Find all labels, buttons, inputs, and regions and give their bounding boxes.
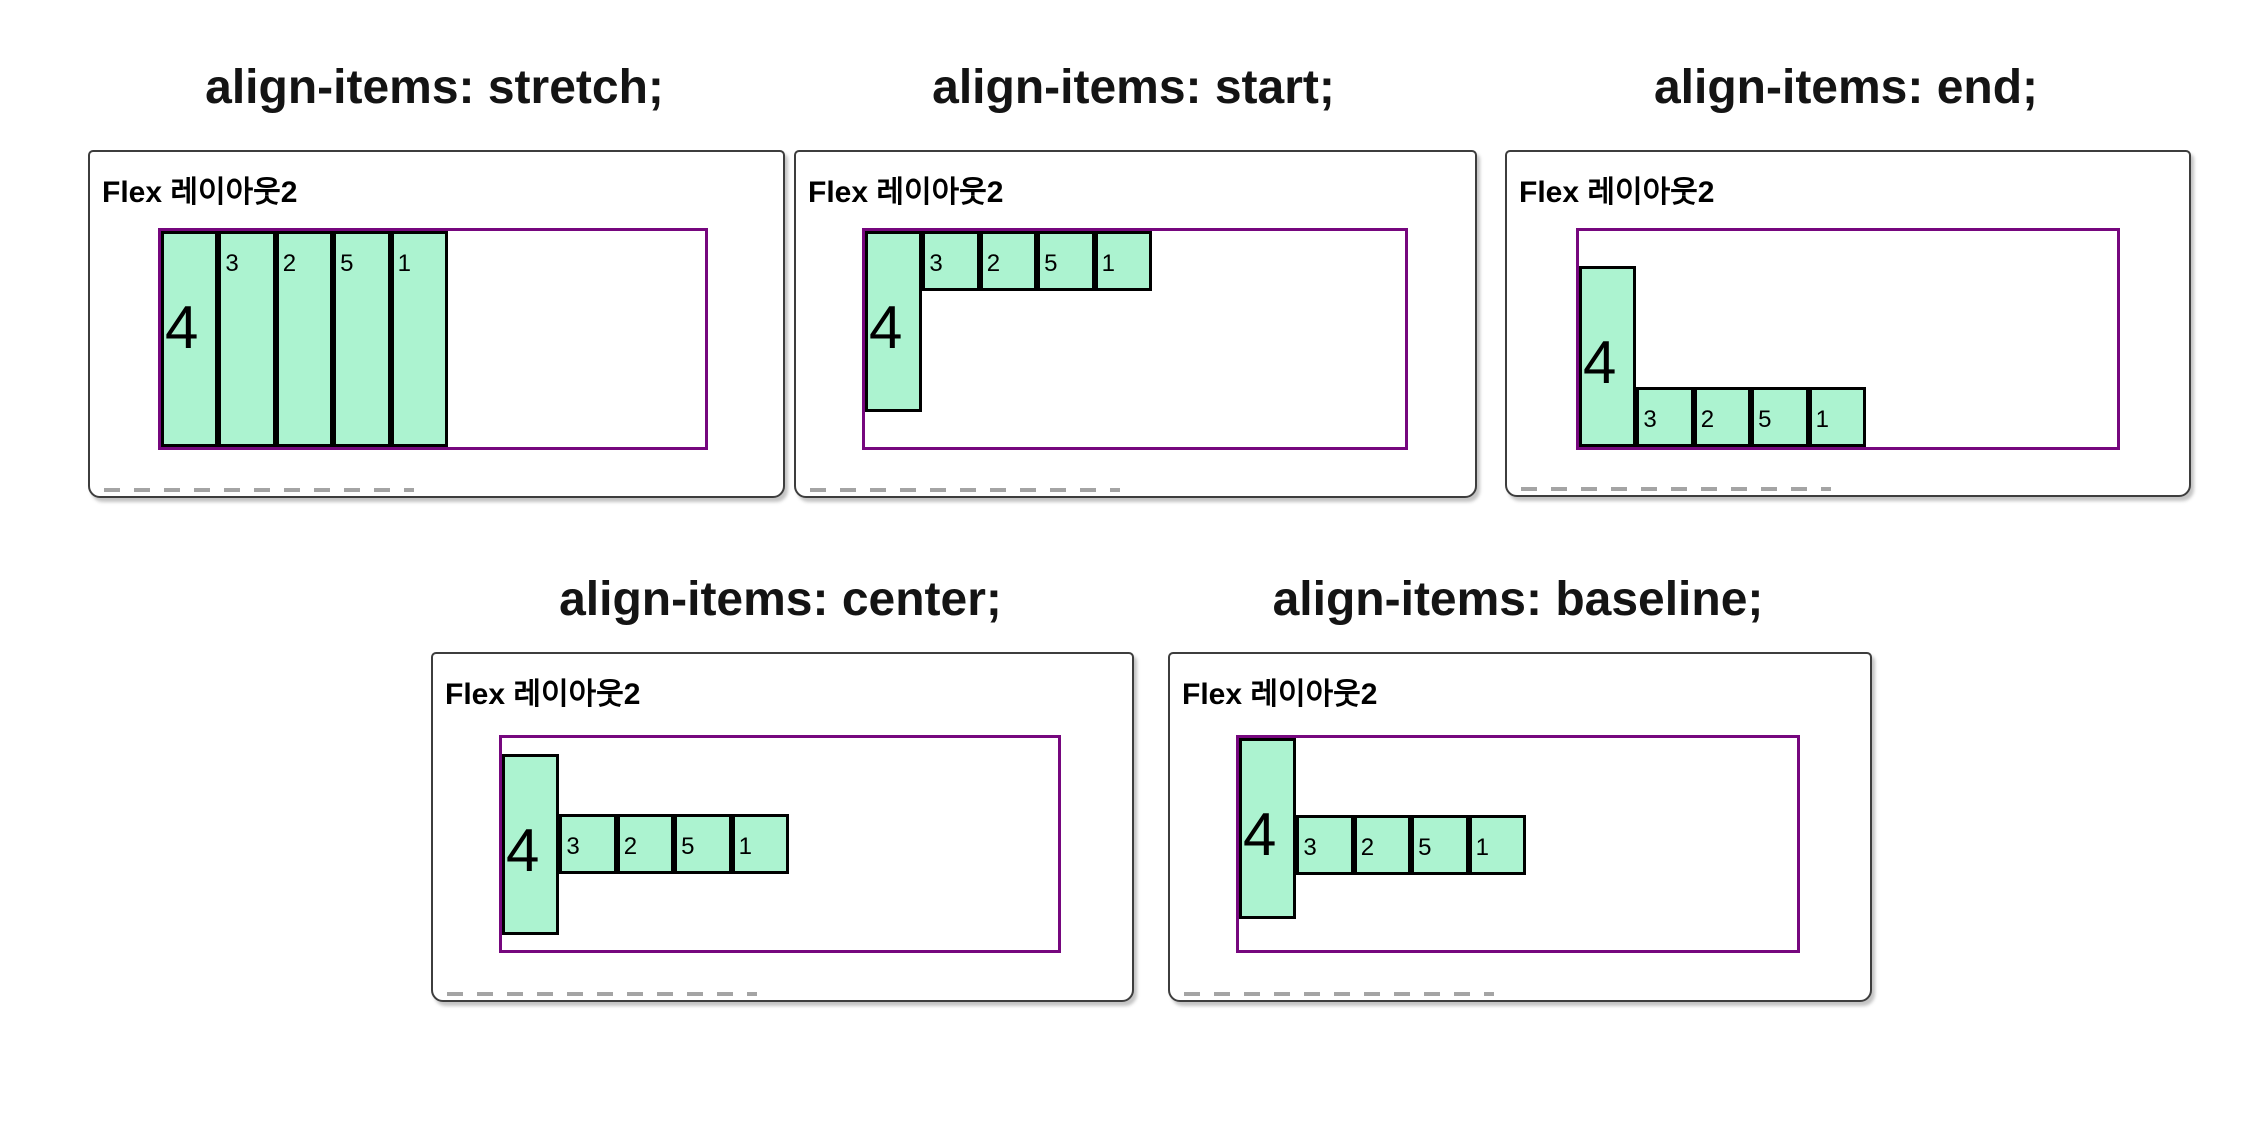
flex-item-4: 4 xyxy=(502,753,560,935)
flex-item-label: 2 xyxy=(623,833,638,860)
flex-item-label: 5 xyxy=(1418,834,1432,861)
flex-item-3: 3 xyxy=(1636,387,1694,447)
flex-item-3: 3 xyxy=(218,231,276,447)
flex-item-5: 5 xyxy=(1411,815,1469,875)
flex-item-label: 5 xyxy=(340,250,354,277)
cutoff-text-artifact xyxy=(104,488,414,492)
flex-item-label: 4 xyxy=(869,294,903,361)
flex-item-label: 1 xyxy=(1101,250,1115,277)
flex-item-2: 2 xyxy=(1353,815,1412,875)
cutoff-text-artifact xyxy=(810,488,1120,492)
flex-item-label: 5 xyxy=(681,833,695,860)
flex-item-label: 2 xyxy=(1360,834,1375,861)
panel-title: align-items: stretch; xyxy=(205,61,664,114)
flex-item-label: 1 xyxy=(738,833,752,860)
flex-item-5: 5 xyxy=(333,231,391,447)
window-heading: Flex 레이아웃2 xyxy=(102,176,298,209)
cutoff-text-artifact xyxy=(1184,992,1494,996)
flex-item-label: 1 xyxy=(1475,834,1489,861)
flex-item-label: 1 xyxy=(1815,406,1829,433)
flex-item-label: 2 xyxy=(1700,406,1715,433)
flex-item-4: 4 xyxy=(161,231,219,447)
flex-item-4: 4 xyxy=(865,231,923,412)
panel-title: align-items: baseline; xyxy=(1272,573,1764,626)
flex-item-label: 5 xyxy=(1044,250,1058,277)
flex-item-label: 3 xyxy=(1303,834,1317,861)
flex-item-label: 3 xyxy=(929,250,943,277)
cutoff-text-artifact xyxy=(1521,487,1831,491)
flex-item-3: 3 xyxy=(559,814,617,874)
flex-item-label: 2 xyxy=(986,250,1001,277)
flex-item-4: 4 xyxy=(1579,266,1637,447)
window-heading: Flex 레이아웃2 xyxy=(808,176,1004,209)
flex-item-5: 5 xyxy=(1751,387,1809,447)
flex-item-label: 4 xyxy=(1583,329,1617,396)
flex-item-1: 1 xyxy=(731,814,789,874)
flex-item-5: 5 xyxy=(674,814,732,874)
flex-item-2: 2 xyxy=(275,231,334,447)
panel-title: align-items: center; xyxy=(559,573,1002,626)
flex-item-2: 2 xyxy=(1693,387,1752,447)
flex-item-label: 2 xyxy=(282,250,297,277)
window-heading: Flex 레이아웃2 xyxy=(1519,176,1715,209)
flex-item-3: 3 xyxy=(922,231,980,291)
flex-item-label: 3 xyxy=(1643,406,1657,433)
flex-item-4: 4 xyxy=(1239,738,1297,919)
flex-item-label: 4 xyxy=(1243,801,1277,868)
flex-item-label: 3 xyxy=(566,833,580,860)
flex-item-3: 3 xyxy=(1296,815,1354,875)
flex-item-label: 1 xyxy=(397,250,411,277)
flex-item-label: 3 xyxy=(225,250,239,277)
flex-item-2: 2 xyxy=(616,814,675,874)
window-heading: Flex 레이아웃2 xyxy=(445,678,641,711)
flex-item-1: 1 xyxy=(1808,387,1866,447)
window-heading: Flex 레이아웃2 xyxy=(1182,678,1378,711)
panel-title: align-items: end; xyxy=(1653,61,2039,114)
flex-item-1: 1 xyxy=(1094,231,1152,291)
flex-item-5: 5 xyxy=(1037,231,1095,291)
flex-item-label: 4 xyxy=(165,294,199,361)
flex-item-1: 1 xyxy=(1468,815,1526,875)
panel-title: align-items: start; xyxy=(932,61,1335,114)
flex-item-1: 1 xyxy=(390,231,448,447)
cutoff-text-artifact xyxy=(447,992,757,996)
flex-item-label: 5 xyxy=(1758,406,1772,433)
flex-item-label: 4 xyxy=(506,816,540,884)
flex-item-2: 2 xyxy=(979,231,1038,291)
